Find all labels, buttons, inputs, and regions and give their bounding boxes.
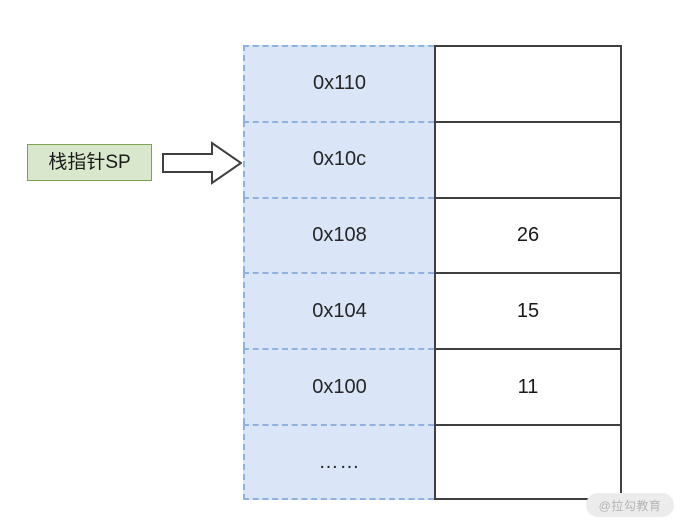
address-text: 0x100 — [312, 375, 367, 398]
table-row: 0x10c — [243, 120, 622, 197]
value-cell — [434, 424, 622, 500]
table-row: 0x108 26 — [243, 196, 622, 273]
value-text: 26 — [516, 224, 540, 247]
address-cell: …… — [243, 424, 434, 500]
address-cell: 0x100 — [243, 348, 434, 425]
address-cell: 0x108 — [243, 196, 434, 273]
table-row: 0x100 11 — [243, 348, 622, 425]
value-cell — [434, 45, 622, 121]
table-row: 0x104 15 — [243, 272, 622, 349]
value-cell: 26 — [434, 196, 622, 273]
stack-pointer-label: 栈指针SP — [27, 144, 152, 181]
value-cell — [434, 120, 622, 197]
value-text: 15 — [516, 299, 540, 322]
address-text: 0x10c — [312, 148, 367, 171]
address-cell: 0x104 — [243, 272, 434, 349]
memory-table: 0x110 0x10c 0x108 26 0x104 — [243, 45, 622, 500]
block-arrow-right-icon — [162, 140, 243, 186]
stack-pointer-label-text: 栈指针SP — [48, 152, 131, 173]
address-text: 0x108 — [312, 224, 367, 247]
address-text: 0x104 — [312, 299, 367, 322]
value-cell: 11 — [434, 348, 622, 425]
address-text: …… — [318, 450, 361, 473]
address-cell: 0x110 — [243, 45, 434, 121]
table-row: 0x110 — [243, 45, 622, 121]
watermark: @拉勾教育 — [586, 493, 674, 517]
value-cell: 15 — [434, 272, 622, 349]
watermark-text: @拉勾教育 — [598, 498, 662, 513]
address-text: 0x110 — [312, 72, 366, 95]
address-cell: 0x10c — [243, 120, 434, 197]
value-text: 11 — [517, 375, 539, 398]
table-row: …… — [243, 424, 622, 500]
